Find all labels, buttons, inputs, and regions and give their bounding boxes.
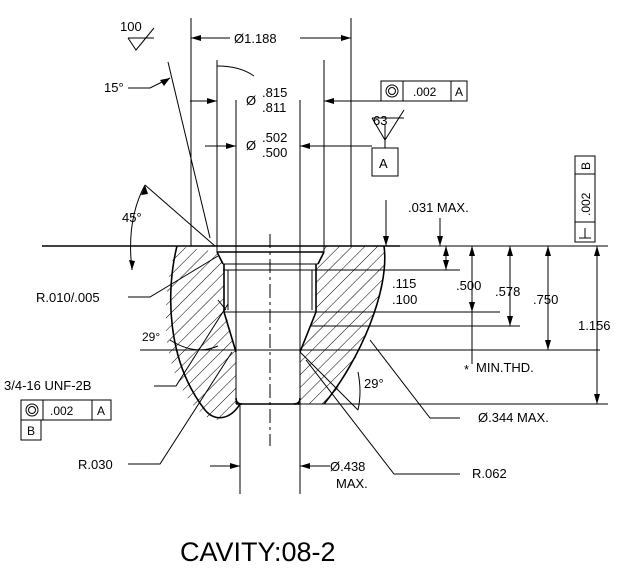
- dim-dia-344: Ø.344 MAX.: [478, 410, 549, 425]
- dim-031-max: .031 MAX.: [408, 200, 469, 215]
- dim-r-062: R.062: [472, 466, 507, 481]
- hatch-right: [300, 246, 386, 404]
- min-thd-label: MIN.THD.: [476, 360, 534, 375]
- dim-100: .100: [392, 292, 417, 307]
- fcf-top-datum: A: [455, 85, 463, 99]
- dim-500: .500: [456, 278, 481, 293]
- angle-45: 45°: [122, 210, 142, 225]
- dim-dia-438: Ø.438: [330, 459, 365, 474]
- angle-29-left: 29°: [142, 330, 160, 344]
- fcf-right-datum: B: [579, 162, 593, 170]
- min-thd-star: *: [464, 362, 469, 377]
- dim-dia-815-lower: .811: [262, 100, 286, 115]
- angle-29-right: 29°: [364, 376, 384, 391]
- dim-dia-438-max: MAX.: [336, 476, 368, 491]
- dim-115: .115: [392, 276, 416, 291]
- dim-dia-815-sym: Ø: [246, 93, 256, 108]
- fcf-left-extra: B: [27, 424, 35, 438]
- angle-15: 15°: [104, 80, 124, 95]
- datum-a-label: A: [379, 156, 388, 171]
- dim-r-010: R.010/.005: [36, 290, 100, 305]
- dim-1156: 1.156: [578, 318, 611, 333]
- thread-callout: 3/4-16 UNF-2B: [4, 378, 91, 393]
- dim-dia-502-sym: Ø: [246, 138, 256, 153]
- fcf-left-tol: .002: [50, 404, 74, 418]
- dim-dia-502-upper: .502: [262, 130, 287, 145]
- fcf-top-tol: .002: [413, 85, 437, 99]
- fcf-right-tol: .002: [579, 192, 593, 216]
- dim-dia-815-upper: .815: [262, 85, 287, 100]
- finish-datum-a: 63: [373, 113, 387, 128]
- dim-750: .750: [533, 292, 558, 307]
- fcf-left-datum: A: [97, 404, 105, 418]
- dim-dia-1188: Ø1.188: [234, 31, 277, 46]
- finish-top: 100: [120, 19, 142, 34]
- dim-dia-502-lower: .500: [262, 145, 287, 160]
- dim-r-030: R.030: [78, 457, 113, 472]
- page-caption: CAVITY:08-2: [180, 537, 336, 567]
- hatch-left: [165, 246, 240, 420]
- dim-578: .578: [495, 284, 520, 299]
